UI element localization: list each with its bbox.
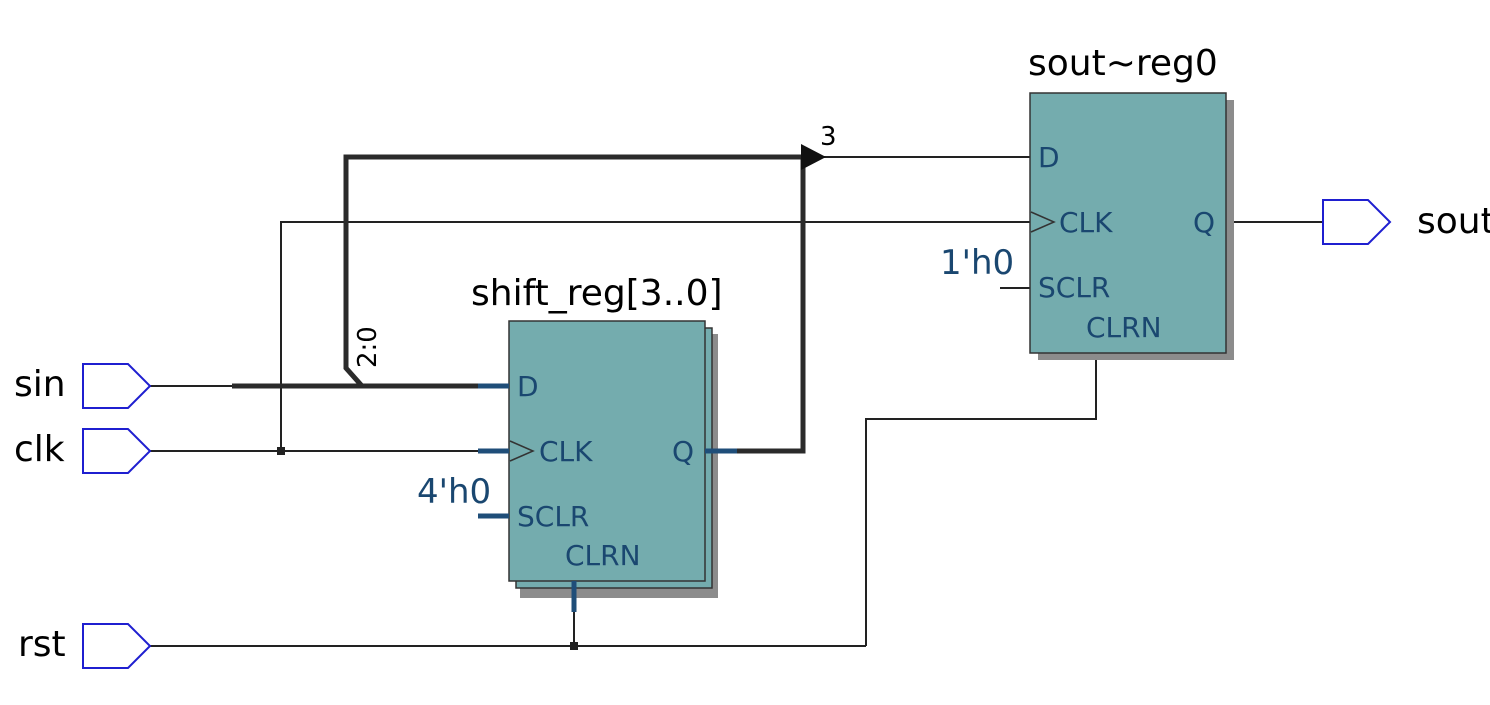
clk-port-label: clk: [14, 429, 65, 470]
sout-clrn-label: CLRN: [1086, 311, 1162, 344]
shift-clock-triangle-icon: [509, 440, 535, 462]
rst-junction: [570, 642, 578, 650]
sout-sclr-const: 1'h0: [940, 243, 1014, 283]
bus-bits2to0-label: 2:0: [353, 326, 383, 368]
bus-arrow-icon: [801, 144, 826, 170]
sout-clock-triangle-icon: [1030, 211, 1056, 233]
shift-sclr-label: SCLR: [517, 500, 589, 533]
rst-to-sout-clrn-wire: [865, 353, 1097, 646]
shift-q-label: Q: [672, 435, 694, 468]
sout-port-icon[interactable]: [1322, 199, 1392, 245]
q-feedback-bus: [737, 157, 806, 454]
shift-reg-block[interactable]: [478, 320, 737, 612]
feedback-to-d-bus: [343, 154, 803, 388]
shift-clk-label: CLK: [539, 435, 593, 468]
sin-port-icon[interactable]: [82, 363, 152, 409]
shift-reg-title: shift_reg[3..0]: [471, 273, 723, 314]
shift-sclr-const: 4'h0: [417, 472, 491, 512]
clk-port-icon[interactable]: [82, 428, 152, 474]
shift-clrn-label: CLRN: [565, 539, 641, 572]
sout-d-label: D: [1038, 141, 1060, 174]
sout-port-label: sout: [1417, 201, 1490, 242]
sout-reg-title: sout~reg0: [1028, 43, 1218, 84]
bus-bit3-label: 3: [820, 122, 837, 152]
sout-clk-label: CLK: [1059, 206, 1113, 239]
sout-reg-block[interactable]: [1029, 92, 1234, 360]
sout-sclr-label: SCLR: [1038, 271, 1110, 304]
sout-q-label: Q: [1193, 206, 1215, 239]
clk-junction: [277, 447, 285, 455]
rst-port-label: rst: [18, 624, 66, 665]
clk-branch-wire: [280, 221, 1030, 451]
shift-d-label: D: [517, 370, 539, 403]
sin-port-label: sin: [14, 364, 66, 405]
sout-reg-body: [1029, 92, 1227, 354]
rst-port-icon[interactable]: [82, 623, 152, 669]
